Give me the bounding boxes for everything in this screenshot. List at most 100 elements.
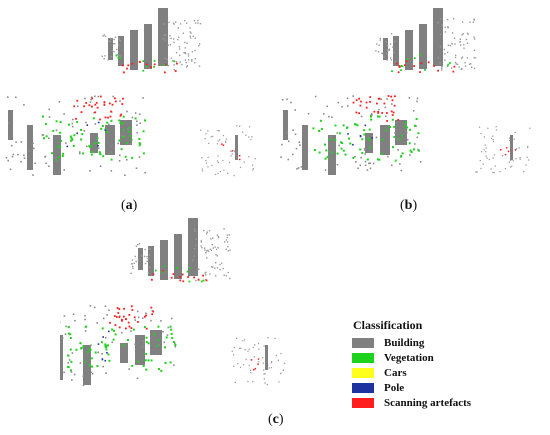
- building-points: [207, 250, 210, 253]
- building-points: [201, 170, 204, 172]
- artefact-points: [387, 95, 390, 97]
- building-points: [93, 306, 96, 309]
- artefact-points: [127, 321, 130, 324]
- building-points: [215, 262, 217, 264]
- vegetation-points: [324, 143, 326, 146]
- vegetation-points: [42, 115, 44, 118]
- building-points: [245, 134, 247, 136]
- vegetation-points: [84, 360, 87, 363]
- legend-label-pole: Pole: [384, 382, 405, 394]
- vegetation-points: [345, 127, 348, 129]
- building-points: [239, 125, 241, 127]
- building-points: [23, 154, 25, 157]
- building-points: [118, 54, 120, 56]
- legend-label-scanning-artefacts: Scanning artefacts: [384, 397, 472, 409]
- building-points: [360, 115, 363, 118]
- building-points: [142, 97, 144, 99]
- building-points: [41, 134, 44, 136]
- building-points: [296, 168, 298, 170]
- artefact-points: [145, 327, 148, 330]
- building-points: [73, 373, 76, 376]
- building-points: [417, 148, 419, 151]
- building-points: [139, 122, 141, 124]
- pole-points: [364, 124, 367, 127]
- building-points: [464, 65, 467, 67]
- building-points: [164, 39, 166, 41]
- artefact-points: [427, 61, 430, 64]
- vegetation-points: [70, 139, 72, 142]
- artefact-points: [386, 120, 388, 122]
- building-points: [493, 154, 496, 156]
- building-points: [127, 128, 129, 131]
- building-points: [391, 103, 393, 105]
- building-points: [186, 42, 188, 44]
- building-points: [82, 375, 85, 377]
- building-points: [89, 170, 91, 172]
- vegetation-points: [171, 337, 174, 339]
- vegetation-points: [67, 332, 70, 335]
- building-points: [141, 346, 144, 348]
- building-points: [17, 153, 19, 156]
- building-points: [225, 138, 228, 140]
- building-points: [492, 140, 495, 143]
- building-points: [254, 158, 256, 160]
- building-points: [330, 135, 332, 138]
- building-points: [298, 141, 301, 143]
- artefact-points: [127, 64, 130, 67]
- building-points: [131, 116, 134, 119]
- legend-swatch-scanning-artefacts: [352, 398, 374, 408]
- building-points: [399, 163, 401, 165]
- legend-item-pole: Pole: [352, 381, 542, 395]
- building-points: [146, 256, 148, 258]
- building-points: [209, 248, 212, 250]
- building-points: [214, 246, 216, 248]
- building-points: [63, 315, 66, 317]
- building-points: [461, 57, 463, 59]
- building-points: [205, 162, 208, 164]
- vegetation-points: [124, 155, 127, 158]
- vegetation-points: [108, 359, 111, 362]
- building-points: [101, 353, 103, 355]
- building-points: [206, 231, 208, 233]
- artefact-points: [254, 367, 257, 370]
- vegetation-points: [75, 348, 78, 351]
- caption-c: (c): [268, 412, 284, 427]
- vegetation-points: [356, 124, 359, 127]
- building-points: [184, 47, 186, 49]
- pole-points: [104, 359, 107, 362]
- building-points: [365, 133, 373, 153]
- building-points: [217, 235, 220, 238]
- building-points: [27, 125, 33, 170]
- building-points: [439, 46, 442, 48]
- building-points: [189, 27, 191, 29]
- building-points: [97, 351, 99, 354]
- vegetation-points: [45, 135, 48, 138]
- building-points: [169, 44, 172, 46]
- building-points: [416, 136, 419, 139]
- building-points: [384, 115, 387, 118]
- legend-item-building: Building: [352, 336, 542, 350]
- building-points: [178, 46, 181, 48]
- building-points: [104, 305, 107, 307]
- building-points: [234, 381, 236, 384]
- building-points: [278, 381, 280, 383]
- vegetation-points: [394, 159, 397, 162]
- building-points: [397, 149, 399, 151]
- building-points: [200, 240, 202, 242]
- building-points: [414, 143, 416, 145]
- artefact-points: [179, 276, 181, 278]
- artefact-points: [250, 359, 253, 361]
- building-points: [352, 95, 354, 97]
- vegetation-points: [157, 325, 160, 328]
- building-points: [263, 373, 265, 375]
- vegetation-points: [100, 341, 103, 344]
- building-points: [167, 64, 170, 67]
- building-points: [83, 130, 86, 132]
- point-cloud-b: [280, 8, 531, 175]
- artefact-points: [238, 155, 241, 157]
- building-points: [389, 57, 392, 59]
- building-points: [181, 63, 183, 66]
- pole-points: [106, 352, 108, 354]
- building-points: [149, 266, 151, 268]
- building-points: [380, 98, 382, 101]
